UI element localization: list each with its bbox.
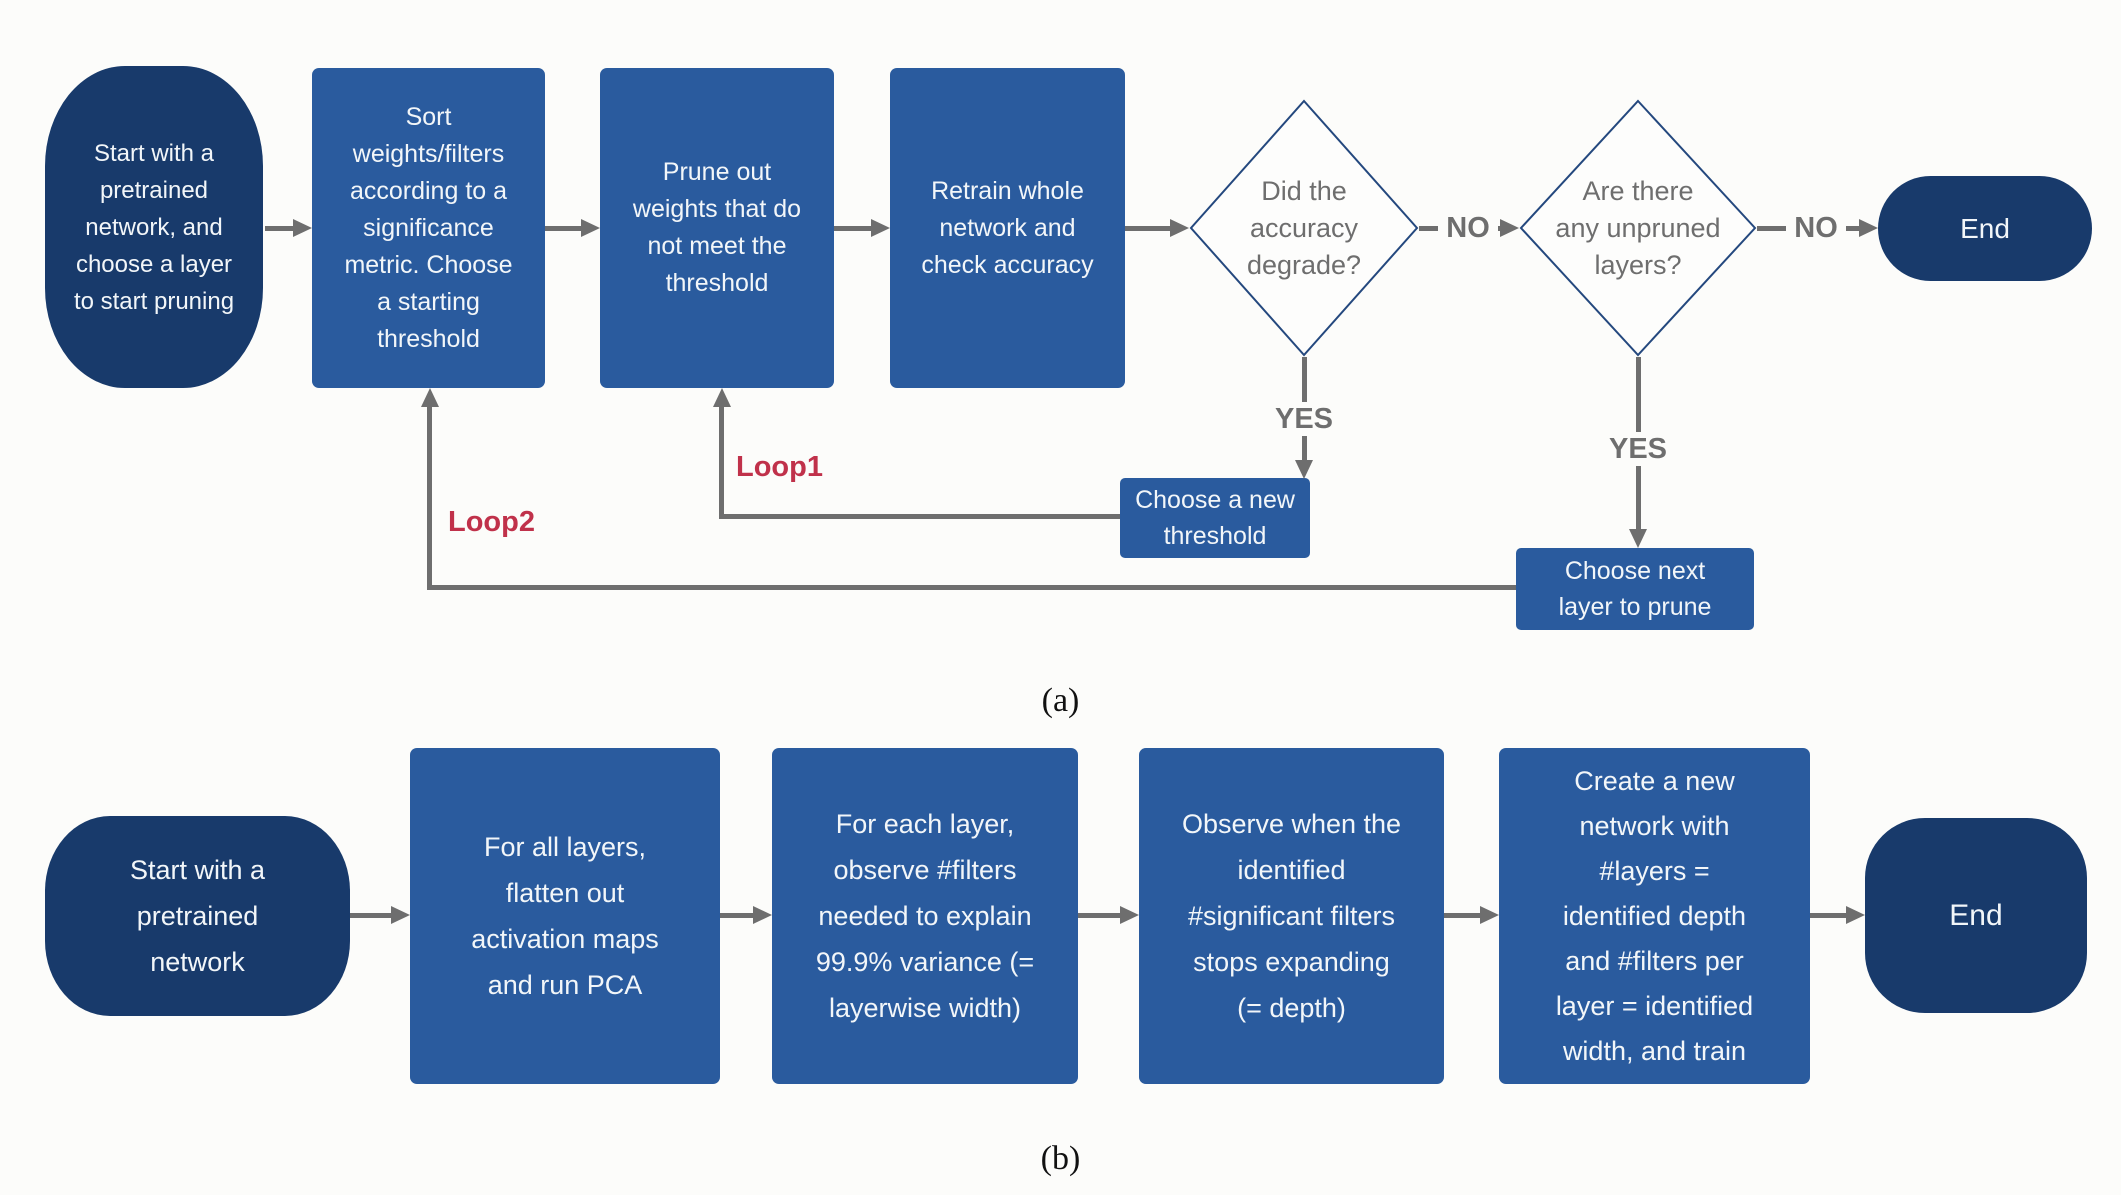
arrowhead-icon (1295, 460, 1313, 479)
arrow-start-to-sort (265, 226, 294, 231)
diamond-shape-icon (1519, 99, 1757, 357)
label-loop2: Loop2 (448, 506, 535, 538)
node-create-network: Create a new network with #layers = iden… (1499, 748, 1810, 1084)
arrowhead-icon (871, 219, 890, 237)
loop2-vertical-line (427, 405, 432, 590)
arrowhead-icon (391, 906, 410, 924)
label-no-accuracy: NO (1438, 211, 1498, 245)
decision-accuracy-text: Did the accuracy degrade? (1246, 175, 1362, 280)
arrowhead-icon (1629, 529, 1647, 548)
label-yes-layers: YES (1600, 432, 1676, 466)
node-start-b: Start with a pretrained network (45, 816, 350, 1016)
node-next-layer: Choose next layer to prune (1516, 548, 1754, 630)
node-start-pruning: Start with a pretrained network, and cho… (45, 66, 263, 388)
arrow-flatten-to-filters (720, 913, 753, 918)
loop1-vertical-line (719, 405, 724, 519)
arrowhead-icon (713, 388, 731, 407)
node-end-b: End (1865, 818, 2087, 1013)
arrow-prune-to-retrain (834, 226, 871, 231)
label-loop1: Loop1 (736, 451, 823, 483)
arrowhead-icon (1170, 219, 1189, 237)
arrowhead-icon (753, 906, 772, 924)
arrow-retrain-to-decision1 (1125, 226, 1170, 231)
caption-b: (b) (1040, 1140, 1081, 1177)
node-new-threshold: Choose a new threshold (1120, 478, 1310, 558)
caption-a: (a) (1041, 682, 1080, 719)
label-yes-accuracy: YES (1266, 402, 1342, 436)
node-sort-weights: Sort weights/filters according to a sign… (312, 68, 545, 388)
node-prune-weights: Prune out weights that do not meet the t… (600, 68, 834, 388)
arrow-depth-to-create (1444, 913, 1480, 918)
node-observe-filters: For each layer, observe #filters needed … (772, 748, 1078, 1084)
arrowhead-icon (421, 388, 439, 407)
arrowhead-icon (1120, 906, 1139, 924)
node-observe-depth: Observe when the identified #significant… (1139, 748, 1444, 1084)
arrowhead-icon (1846, 906, 1865, 924)
label-no-layers: NO (1786, 211, 1846, 245)
arrowhead-icon (1859, 219, 1878, 237)
arrowhead-icon (293, 219, 312, 237)
arrowhead-icon (1480, 906, 1499, 924)
diamond-shape-icon (1189, 99, 1419, 357)
decision-layers-text: Are there any unpruned layers? (1555, 175, 1721, 280)
arrow-filters-to-depth (1078, 913, 1120, 918)
node-retrain-network: Retrain whole network and check accuracy (890, 68, 1125, 388)
decision-accuracy-degrade: Did the accuracy degrade? (1189, 99, 1419, 357)
node-flatten-pca: For all layers, flatten out activation m… (410, 748, 720, 1084)
node-end-a: End (1878, 176, 2092, 281)
loop1-horizontal-line (720, 514, 1120, 519)
arrow-startb-to-flatten (350, 913, 391, 918)
arrowhead-icon (1500, 219, 1519, 237)
arrowhead-icon (581, 219, 600, 237)
arrow-create-to-endb (1810, 913, 1846, 918)
loop2-horizontal-line (427, 585, 1516, 590)
decision-unpruned-layers: Are there any unpruned layers? (1519, 99, 1757, 357)
arrow-sort-to-prune (545, 226, 581, 231)
